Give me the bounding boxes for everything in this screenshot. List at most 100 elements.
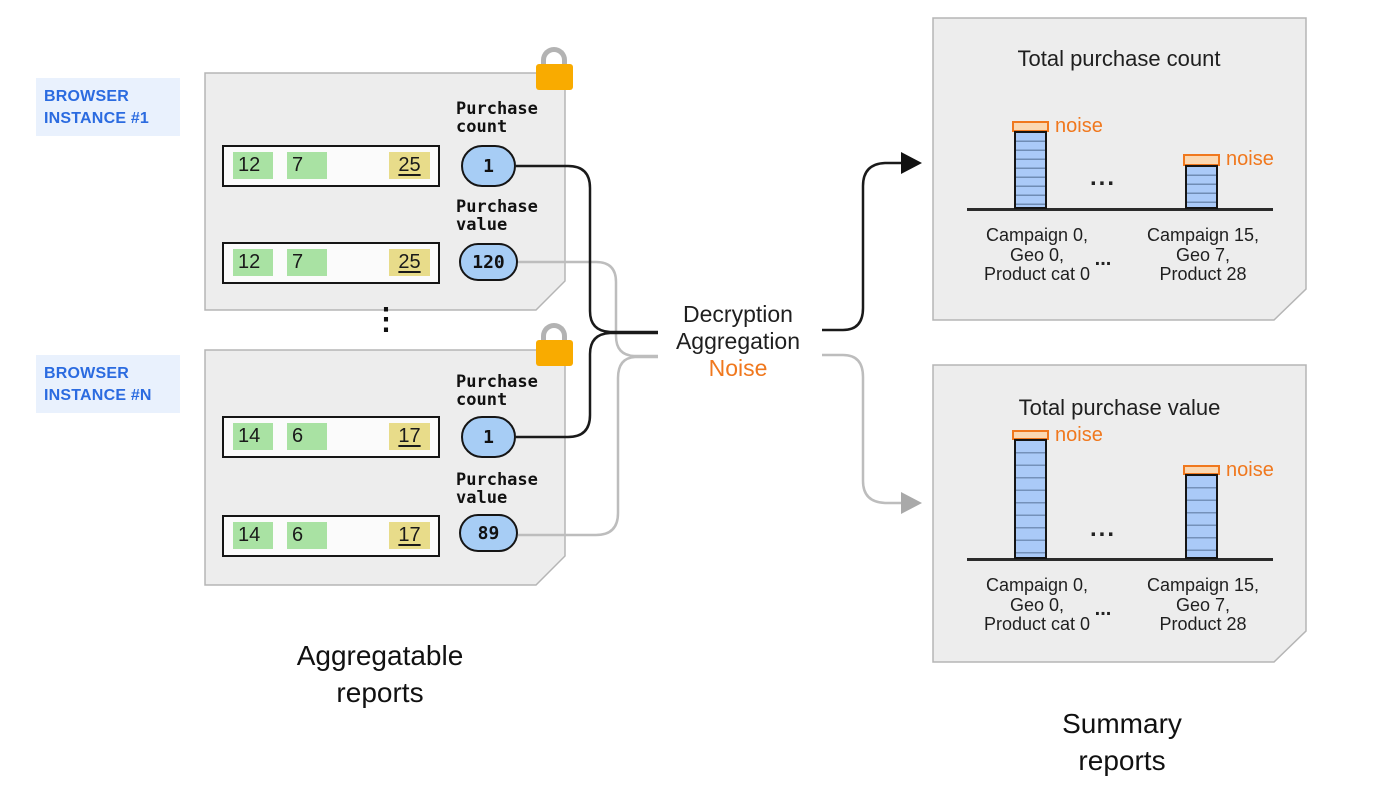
metric-label-line: Purchase [456,99,538,119]
connector-count-1 [516,164,658,334]
noise-annotation: noise [1055,424,1103,446]
bucket-cell: 14 [233,522,273,549]
aggregatable-vector-row: 14 6 17 [222,416,440,458]
categories-ellipsis: ... [1094,598,1112,620]
bucket-cell-highlighted: 17 [389,423,430,450]
category-line: Product 28 [1159,264,1247,284]
connector-count-out [822,161,903,332]
lock-icon [536,323,573,366]
metric-label-line: count [456,117,508,137]
noise-annotation: noise [1055,115,1103,137]
browser-instance-label-line: BROWSER [44,88,129,105]
bar-group: noise [1012,424,1103,559]
metric-label-line: Purchase [456,470,538,490]
browser-instance-n-label: BROWSER INSTANCE #N [36,355,180,413]
bucket-cell: 6 [287,423,327,450]
aggregatable-vector-row: 12 7 25 [222,145,440,187]
purchase-value-value: 120 [459,243,518,281]
caption-line: Aggregatable [296,640,464,671]
bar [1185,165,1218,209]
process-step-noise: Noise [708,355,768,381]
bars-ellipsis: ... [1089,164,1116,191]
purchase-count-label: Purchase count [456,373,538,409]
category-line: Geo 7, [1175,594,1231,615]
metric-label-line: value [456,215,508,235]
category-line: Product 28 [1159,614,1247,634]
summary-reports-caption: Summary reports [1012,705,1232,779]
bucket-cell-highlighted: 25 [389,249,430,276]
aggregatable-reports-caption: Aggregatable reports [270,637,490,711]
bar [1185,474,1218,559]
aggregatable-vector-row: 12 7 25 [222,242,440,284]
process-steps-text: Decryption Aggregation Noise [650,301,826,382]
bar [1014,439,1047,559]
metric-label-line: count [456,390,508,410]
caption-line: Summary [1062,708,1182,739]
category-label: Campaign 15, Geo 7, Product 28 [1133,225,1273,285]
category-label: Campaign 0, Geo 0, Product cat 0 [967,225,1107,285]
arrow-right-black-icon [901,152,922,174]
category-line: Product cat 0 [983,264,1091,284]
metric-label-line: Purchase [456,197,538,217]
bucket-cell: 7 [287,249,327,276]
chart-axis [967,208,1273,211]
browser-instance-label-line: INSTANCE #N [44,387,152,404]
bar-group: noise [1183,459,1274,559]
purchase-count-value: 1 [461,416,516,458]
category-line: Campaign 0, [985,225,1089,245]
connector-count-n [516,331,658,439]
connector-value-n [518,355,658,537]
caption-line: reports [1078,745,1166,776]
connector-value-1 [518,260,658,358]
bucket-cell-highlighted: 17 [389,522,430,549]
category-line: Campaign 15, [1146,225,1260,245]
more-instances-ellipsis: ⋮ [371,303,401,336]
bucket-cell: 12 [233,152,273,179]
caption-line: reports [336,677,424,708]
summary-chart-count: Total purchase count noise noise ... Cam… [933,18,1305,320]
category-line: Geo 7, [1175,244,1231,265]
purchase-value-label: Purchase value [456,471,538,507]
arrow-right-gray-icon [901,492,922,514]
category-label: Campaign 15, Geo 7, Product 28 [1133,575,1273,635]
chart-title: Total purchase count [1017,46,1221,71]
chart-title: Total purchase value [1018,395,1221,420]
bucket-cell: 7 [287,152,327,179]
bucket-cell: 14 [233,423,273,450]
browser-instance-label-line: BROWSER [44,365,129,382]
lock-body [536,340,573,366]
bar-group: noise [1183,148,1274,209]
category-line: Campaign 15, [1146,575,1260,595]
categories-ellipsis: ... [1094,248,1112,270]
bucket-cell: 6 [287,522,327,549]
noise-annotation: noise [1226,148,1274,170]
purchase-count-label: Purchase count [456,100,538,136]
bar-group: noise [1012,115,1103,209]
bar [1014,131,1047,209]
bucket-cell: 12 [233,249,273,276]
purchase-value-label: Purchase value [456,198,538,234]
process-step-aggregation: Aggregation [675,328,801,354]
category-line: Geo 0, [1009,244,1065,265]
category-line: Product cat 0 [983,614,1091,634]
lock-shackle [541,323,567,347]
process-step-decryption: Decryption [683,301,793,327]
aggregatable-vector-row: 14 6 17 [222,515,440,557]
category-line: Geo 0, [1009,594,1065,615]
chart-axis [967,558,1273,561]
category-line: Campaign 0, [985,575,1089,595]
noise-annotation: noise [1226,459,1274,481]
purchase-value-value: 89 [459,514,518,552]
summary-report-card-count [932,17,1307,321]
category-label: Campaign 0, Geo 0, Product cat 0 [967,575,1107,635]
purchase-count-value: 1 [461,145,516,187]
bucket-cell-highlighted: 25 [389,152,430,179]
bars-ellipsis: ... [1089,515,1116,542]
lock-shackle [541,47,567,71]
metric-label-line: Purchase [456,372,538,392]
connector-value-out [822,353,903,505]
metric-label-line: value [456,488,508,508]
lock-icon [536,47,573,90]
lock-body [536,64,573,90]
